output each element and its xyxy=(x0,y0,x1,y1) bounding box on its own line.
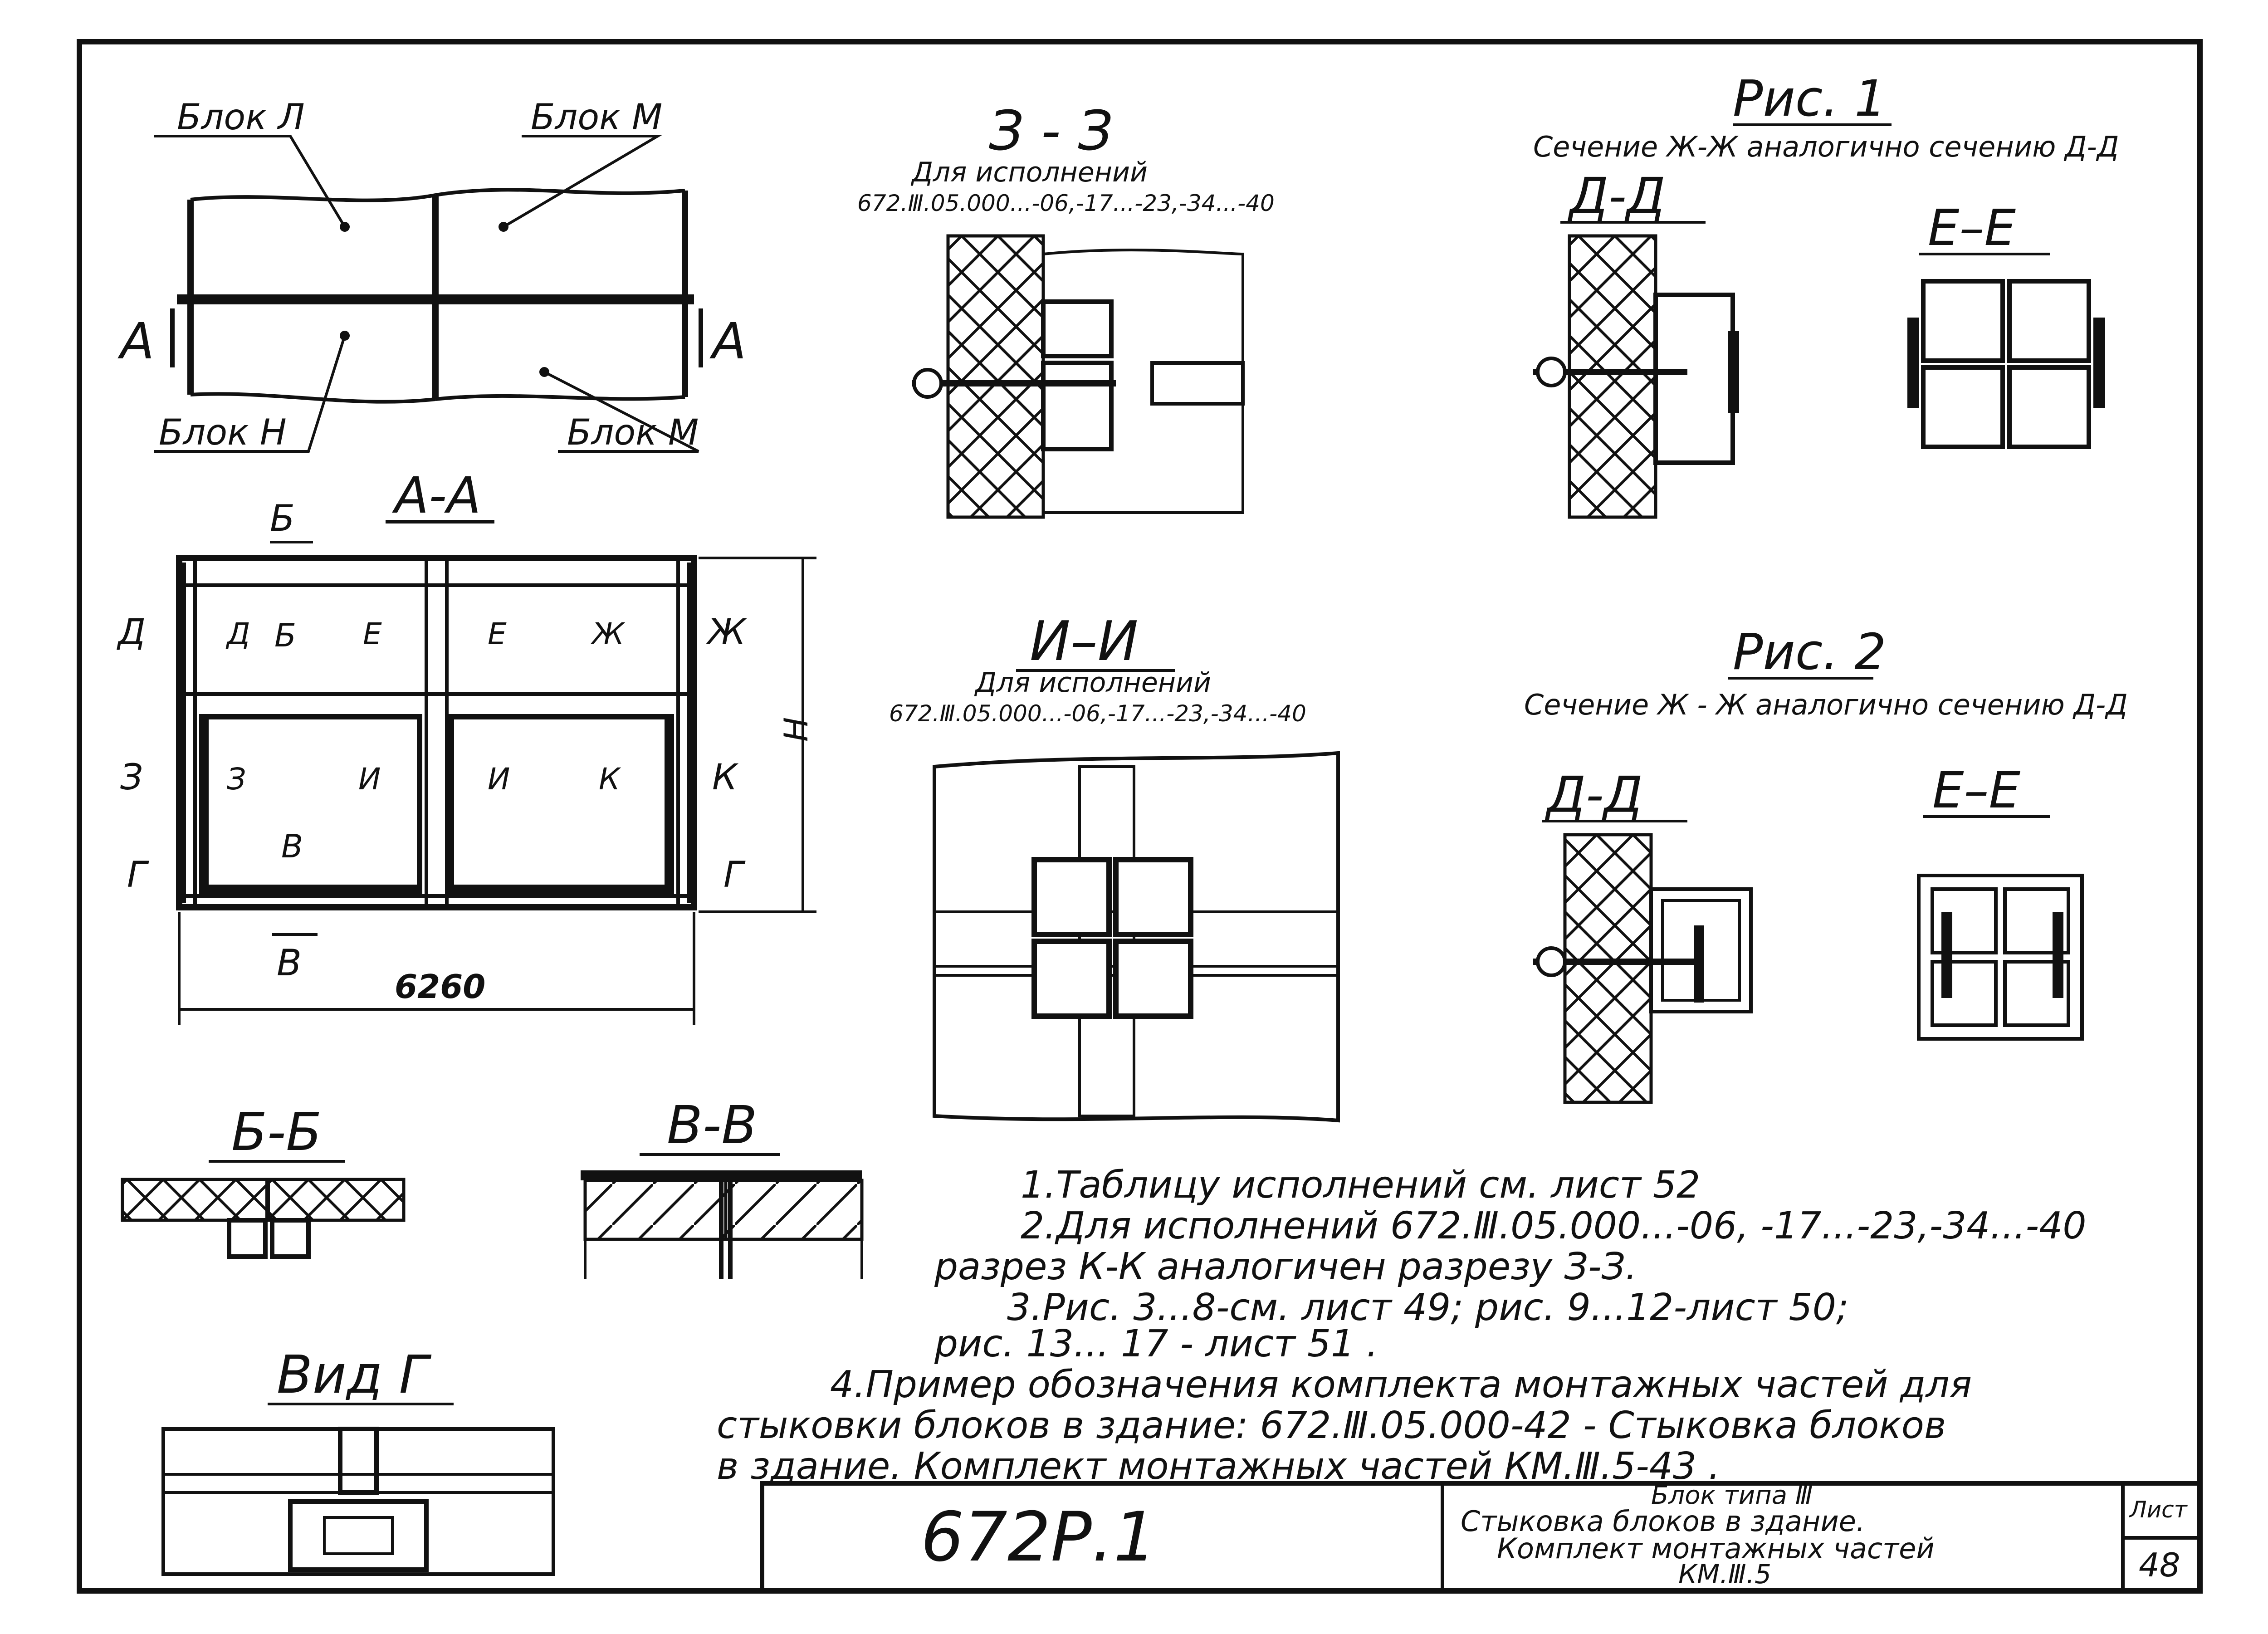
title-line-1: Блок типа Ⅲ xyxy=(1651,1481,1813,1510)
inner-mark-i-right: И xyxy=(488,762,510,797)
title-line-4: КМ.Ⅲ.5 xyxy=(1678,1559,1771,1590)
title-line-3: Комплект монтажных частей xyxy=(1497,1532,1935,1565)
fig-2: Рис. 2 Сечение Ж - Ж аналогично сечению … xyxy=(1524,623,2128,1104)
edge-mark-k-right: К xyxy=(712,757,739,798)
fig1-ee: Е–Е xyxy=(1928,199,2016,257)
inner-mark-e-right: Е xyxy=(488,616,507,651)
label-block-n: Блок Н xyxy=(159,412,287,453)
label-a-right: А xyxy=(709,312,746,370)
section-zz-note2: 672.Ⅲ.05.000...-06,-17...-23,-34...-40 xyxy=(857,190,1275,216)
fig1-subtitle: Сечение Ж-Ж аналогично сечению Д-Д xyxy=(1533,130,2119,163)
inner-mark-b: Б xyxy=(274,617,296,654)
fig1-dd: Д-Д xyxy=(1567,167,1666,225)
title-line-2: Стыковка блоков в здание. xyxy=(1461,1505,1865,1538)
note-line-4: 3.Рис. 3...8-см. лист 49; рис. 9...12-ли… xyxy=(1007,1286,1849,1329)
title-code: 672Р.1 xyxy=(921,1498,1157,1577)
fig2-title: Рис. 2 xyxy=(1733,623,1886,681)
edge-mark-d-left: Д xyxy=(117,612,146,653)
fig2-subtitle: Сечение Ж - Ж аналогично сечению Д-Д xyxy=(1524,688,2128,721)
sheet-label: Лист xyxy=(2129,1497,2188,1523)
mark-v-bottom: В xyxy=(277,942,302,984)
notes-block: 1.Таблицу исполнений см. лист 52 2.Для и… xyxy=(717,1164,2087,1488)
view-g: Вид Г xyxy=(161,1345,555,1576)
inner-mark-e-left: Е xyxy=(363,616,382,651)
section-ii-title: И–И xyxy=(1030,610,1139,673)
edge-mark-z-left: З xyxy=(120,757,143,798)
section-ii-note1: Для исполнений xyxy=(974,667,1211,699)
note-line-5: рис. 13... 17 - лист 51 . xyxy=(934,1322,1378,1365)
sheet-number: 48 xyxy=(2139,1546,2180,1584)
section-bb-title: Б-Б xyxy=(231,1102,322,1163)
label-block-m-top: Блок М xyxy=(531,97,662,138)
section-zz-title: З - З xyxy=(989,100,1113,163)
view-g-title: Вид Г xyxy=(277,1345,432,1405)
edge-mark-zh-right: Ж xyxy=(706,612,747,653)
note-line-1: 1.Таблицу исполнений см. лист 52 xyxy=(1021,1164,1700,1207)
section-aa: А-А Б Д З Г Ж К Г Д Б Е Е Ж З xyxy=(117,466,816,1025)
section-vv-title: В-В xyxy=(667,1095,757,1156)
fig2-ee: Е–Е xyxy=(1932,761,2021,819)
label-block-m-bottom: Блок М xyxy=(567,412,699,453)
dim-height: Н xyxy=(777,717,815,742)
section-ii-note2: 672.Ⅲ.05.000...-06,-17...-23,-34...-40 xyxy=(889,700,1306,727)
inner-mark-v: В xyxy=(281,828,303,865)
label-block-l: Блок Л xyxy=(177,97,305,138)
note-line-6: 4.Пример обозначения комплекта монтажных… xyxy=(830,1363,1972,1406)
inner-mark-i-left: И xyxy=(358,762,381,797)
mark-b-top: Б xyxy=(270,497,295,539)
inner-mark-z: З xyxy=(227,762,246,797)
edge-mark-g-right: Г xyxy=(723,855,746,895)
section-ii: И–И Для исполнений 672.Ⅲ.05.000...-06,-1… xyxy=(889,610,1340,1123)
section-vv: В-В xyxy=(581,1095,864,1279)
fig2-dd: Д-Д xyxy=(1545,766,1643,824)
note-line-2: 2.Для исполнений 672.Ⅲ.05.000...-06, -17… xyxy=(1021,1204,2087,1248)
inner-mark-d: Д xyxy=(225,616,250,651)
label-a-left: А xyxy=(117,312,154,370)
inner-mark-k: К xyxy=(599,762,621,797)
section-zz: З - З Для исполнений 672.Ⅲ.05.000...-06,… xyxy=(857,100,1275,519)
fig1-title: Рис. 1 xyxy=(1733,69,1886,127)
note-line-3: разрез К-К аналогичен разрезу З-З. xyxy=(934,1245,1637,1288)
note-line-7: стыковки блоков в здание: 672.Ⅲ.05.000-4… xyxy=(717,1404,1946,1447)
note-line-8: в здание. Комплект монтажных частей КМ.Ⅲ… xyxy=(717,1445,1720,1488)
edge-mark-g-left: Г xyxy=(127,855,149,895)
fig-1: Рис. 1 Сечение Ж-Ж аналогично сечению Д-… xyxy=(1533,69,2119,519)
title-block: 672Р.1 Блок типа Ⅲ Стыковка блоков в зда… xyxy=(760,1481,2202,1593)
dim-width: 6260 xyxy=(395,968,485,1006)
plan-view: Блок Л Блок М Блок Н Блок М А А xyxy=(117,97,746,453)
section-zz-note1: Для исполнений xyxy=(910,157,1148,188)
section-aa-title: А-А xyxy=(392,466,481,524)
section-bb: Б-Б xyxy=(121,1102,406,1259)
inner-mark-zh: Ж xyxy=(590,616,626,651)
